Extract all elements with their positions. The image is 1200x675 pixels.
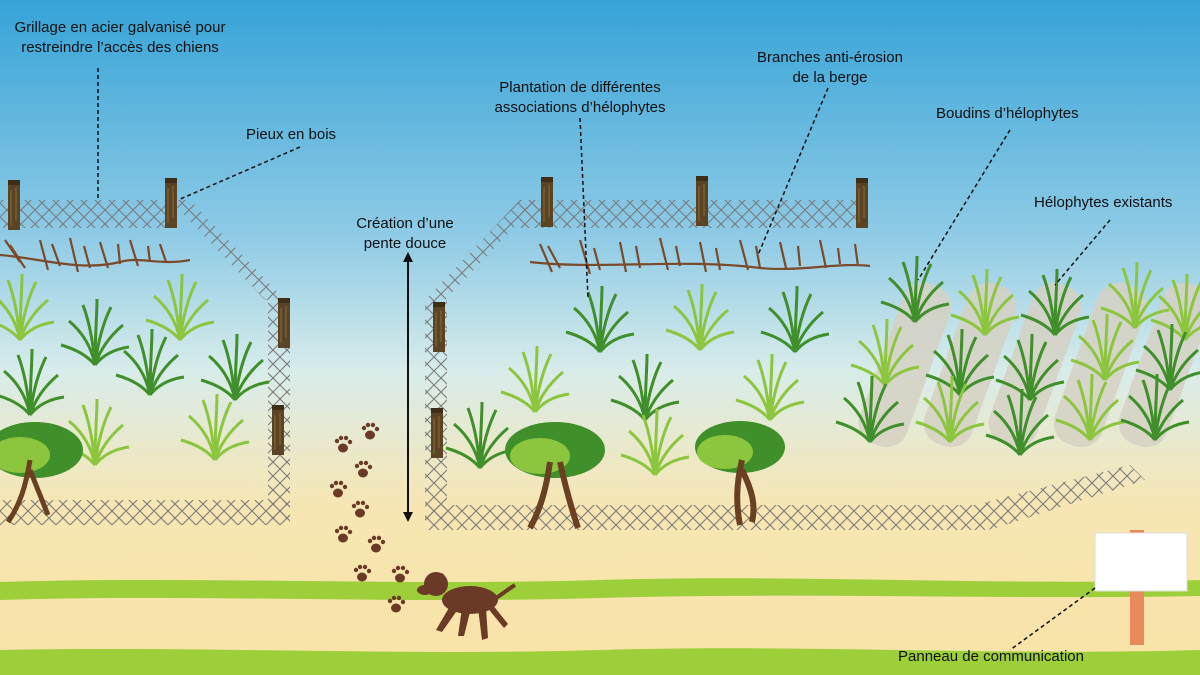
grass-band-bottom bbox=[0, 648, 1200, 675]
label-fence-line1: Grillage en acier galvanisé pour bbox=[14, 19, 226, 36]
label-existing: Hélophytes existants bbox=[1034, 193, 1172, 213]
label-branches-line2: de la berge bbox=[792, 69, 868, 86]
label-plantation-line1: Plantation de différentes bbox=[499, 79, 661, 96]
label-plantation: Plantation de différentes associations d… bbox=[480, 78, 680, 118]
shrubs bbox=[0, 421, 785, 530]
communication-sign bbox=[1094, 530, 1188, 645]
label-rolls: Boudins d’hélophytes bbox=[936, 104, 1079, 124]
slope-arrow bbox=[403, 252, 413, 522]
label-slope-line2: pente douce bbox=[363, 235, 447, 252]
leader-lines bbox=[97, 68, 1111, 651]
label-branches: Branches anti-érosion de la berge bbox=[740, 48, 920, 88]
dog-illustration bbox=[417, 572, 517, 640]
label-rolls-text: Boudins d’hélophytes bbox=[936, 105, 1079, 122]
label-sign-text: Panneau de communication bbox=[898, 648, 1084, 665]
label-slope: Création d’une pente douce bbox=[345, 214, 465, 254]
label-slope-line1: Création d’une bbox=[356, 215, 454, 232]
anti-erosion-branches bbox=[0, 237, 871, 275]
label-plantation-line2: associations d’hélophytes bbox=[494, 99, 666, 116]
label-wooden-posts-text: Pieux en bois bbox=[246, 126, 337, 143]
label-existing-text: Hélophytes existants bbox=[1034, 194, 1173, 211]
label-wooden-posts: Pieux en bois bbox=[246, 125, 336, 145]
label-sign: Panneau de communication bbox=[898, 647, 1084, 667]
label-fence: Grillage en acier galvanisé pour restrei… bbox=[10, 18, 230, 58]
grass-band-top bbox=[0, 578, 1200, 600]
label-fence-line2: restreindre l’accès des chiens bbox=[21, 39, 219, 56]
label-branches-line1: Branches anti-érosion bbox=[757, 49, 903, 66]
